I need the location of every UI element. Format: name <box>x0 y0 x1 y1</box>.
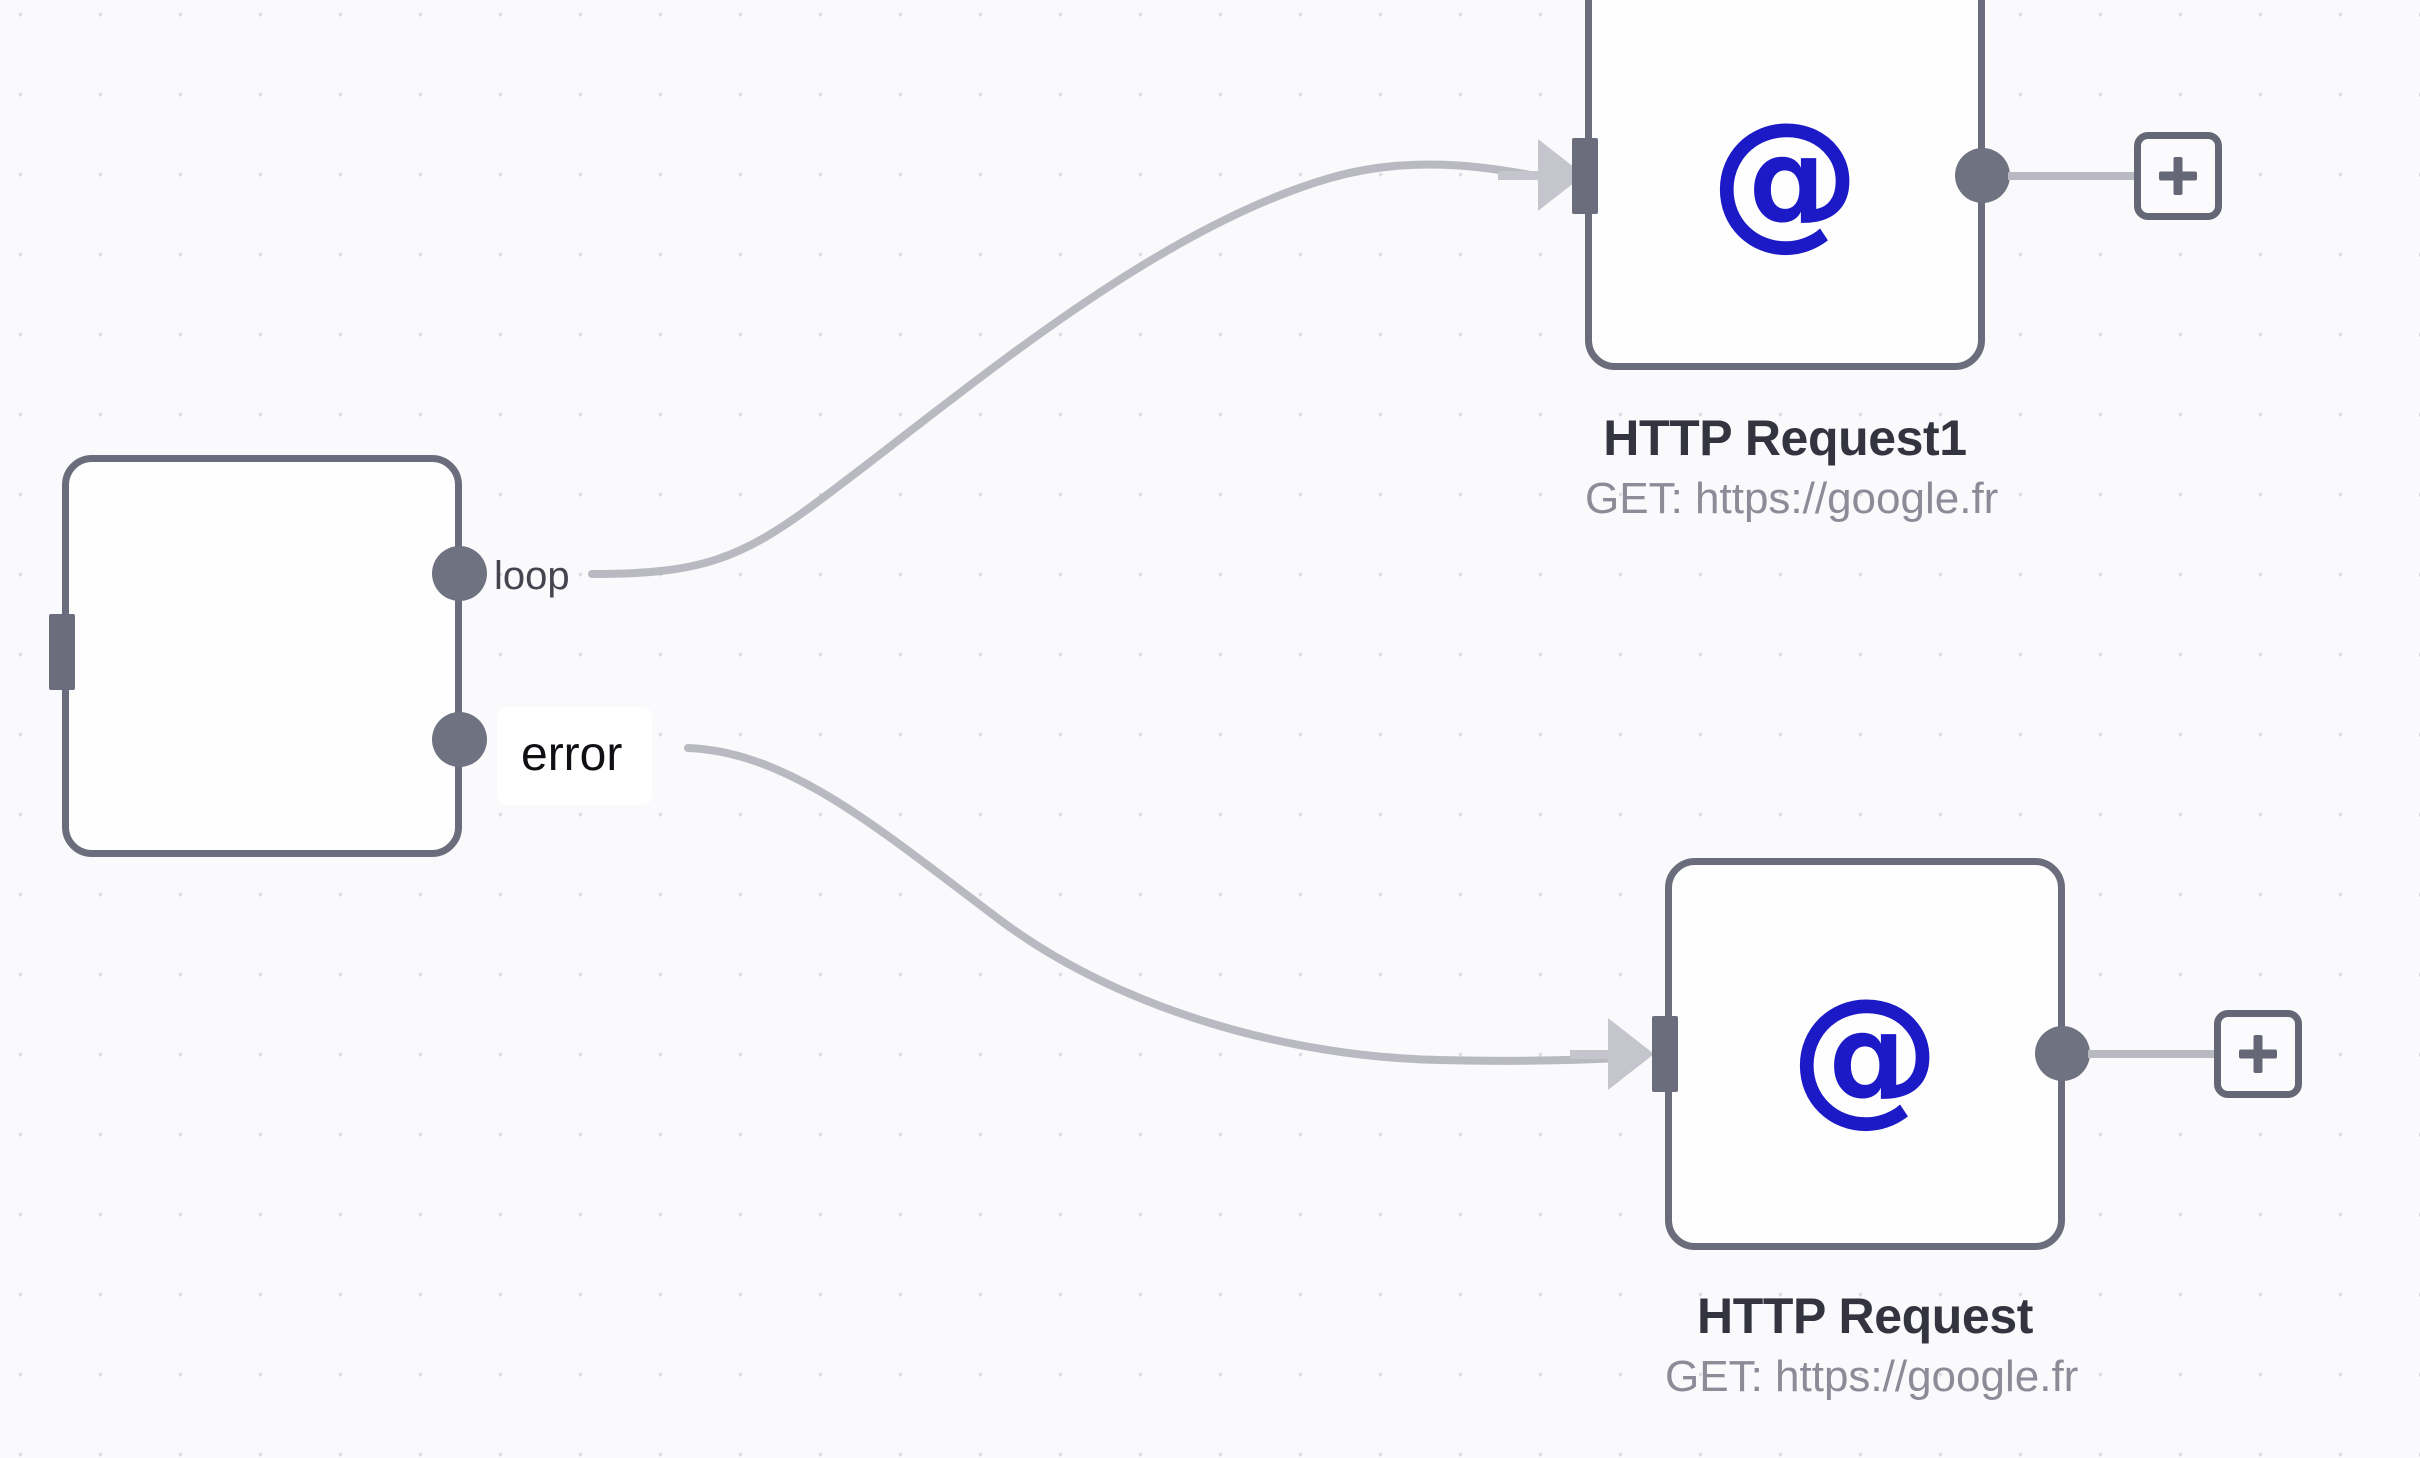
http-request-title: HTTP Request <box>1697 1288 2033 1344</box>
http-request-output-port[interactable] <box>2035 1026 2090 1081</box>
at-sign-icon: @ <box>1710 91 1860 265</box>
http-request-input-arrow <box>1608 1018 1654 1090</box>
loop-node-output-port-loop[interactable] <box>432 546 487 601</box>
http-request-1-input-stub <box>1498 171 1542 180</box>
http-request-input-port[interactable] <box>1652 1016 1678 1092</box>
http-request-1-add-node-button[interactable] <box>2134 132 2222 220</box>
http-request-subtitle: GET: https://google.fr <box>1665 1352 2079 1401</box>
http-request-caption: HTTP Request GET: https://google.fr <box>1665 1288 2079 1401</box>
loop-node-output-label-loop: loop <box>494 554 570 598</box>
loop-node-input-port[interactable] <box>49 614 75 690</box>
http-request-1-title: HTTP Request1 <box>1603 410 1967 466</box>
connection-loop-to-http-request-1[interactable] <box>588 160 1552 578</box>
http-request-1-subtitle: GET: https://google.fr <box>1585 474 1999 523</box>
connection-error-to-http-request[interactable] <box>684 744 1624 1065</box>
node-http-request[interactable]: @ <box>1665 858 2065 1250</box>
http-request-add-stub <box>2088 1050 2218 1058</box>
http-request-1-input-port[interactable] <box>1572 138 1598 214</box>
loop-node-output-port-error[interactable] <box>432 712 487 767</box>
node-loop[interactable] <box>62 455 462 857</box>
loop-node-output-label-error: error <box>497 707 653 805</box>
http-request-1-caption: HTTP Request1 GET: https://google.fr <box>1585 410 1999 523</box>
http-request-1-add-stub <box>2008 172 2138 180</box>
http-request-input-stub <box>1570 1050 1612 1059</box>
node-http-request-1[interactable]: @ <box>1585 0 1985 370</box>
http-request-add-node-button[interactable] <box>2214 1010 2302 1098</box>
http-request-1-output-port[interactable] <box>1955 148 2010 203</box>
at-sign-icon: @ <box>1790 967 1940 1141</box>
